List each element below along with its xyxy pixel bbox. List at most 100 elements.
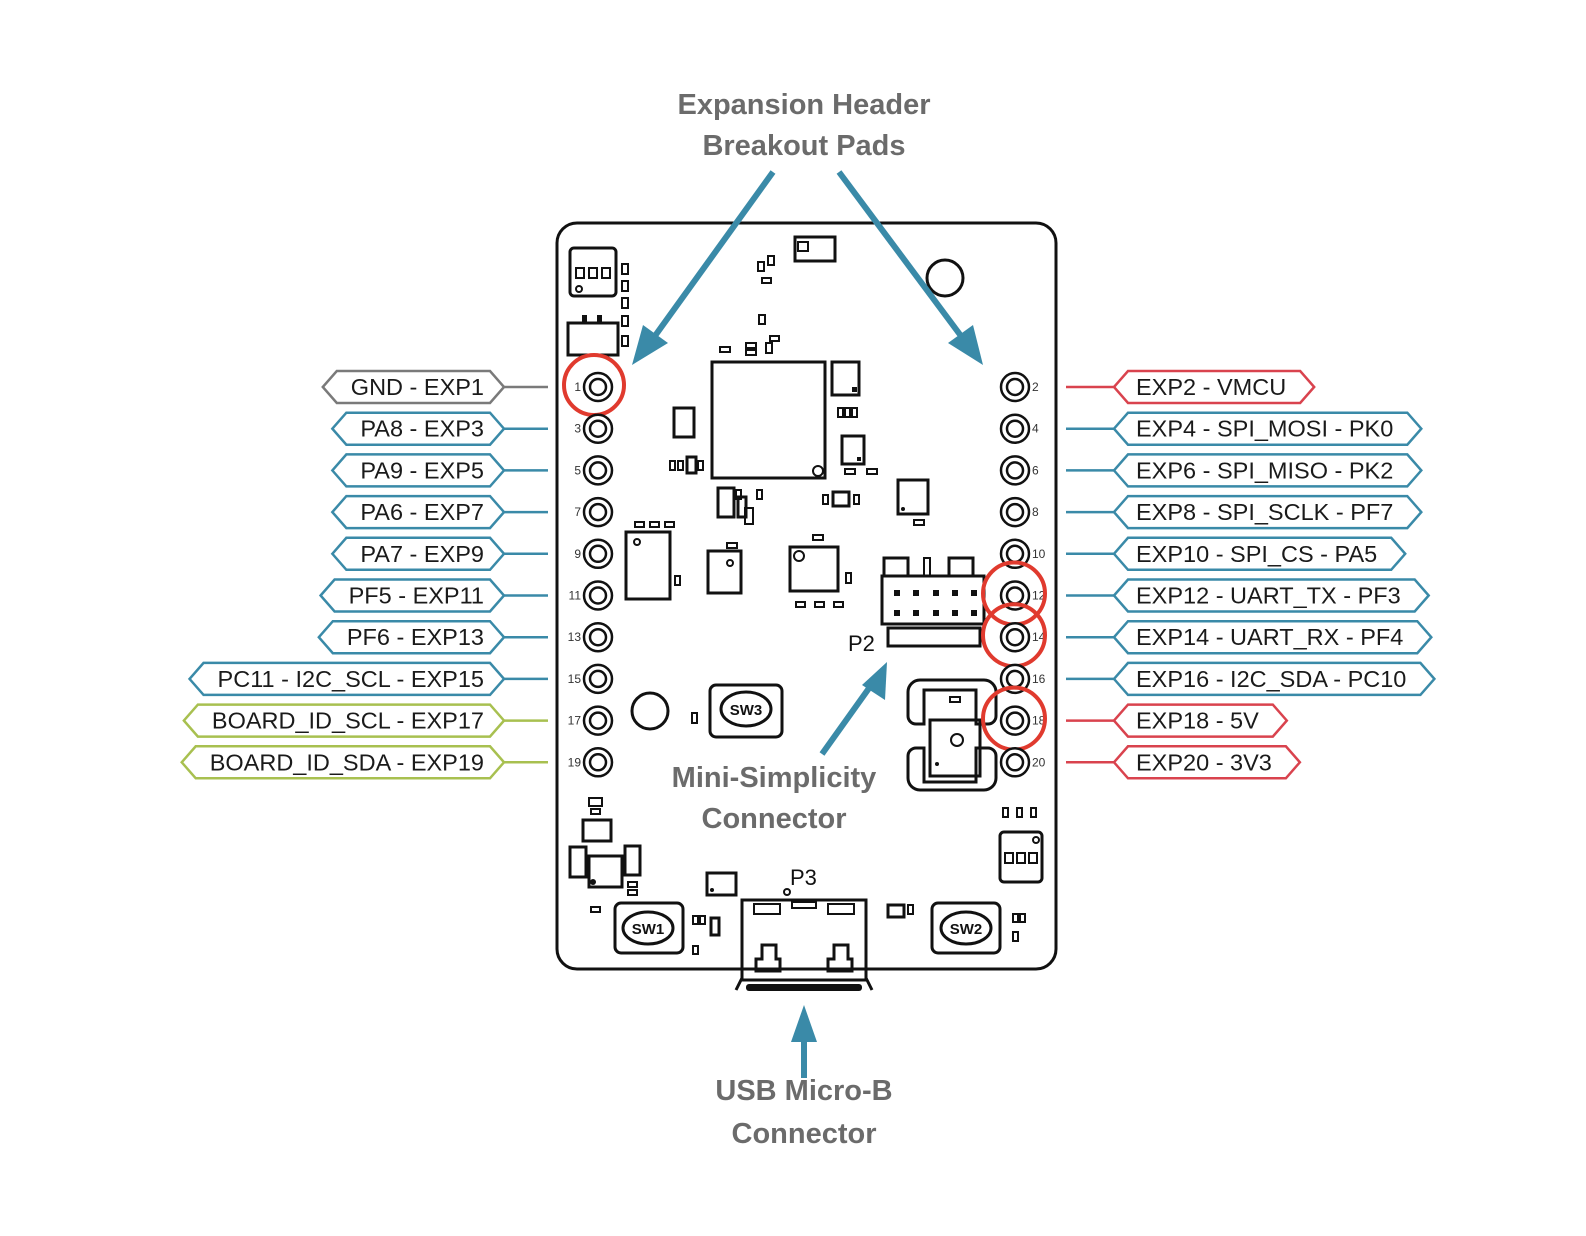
pin-row: 14 EXP14 - UART_RX - PF4 bbox=[981, 602, 1433, 669]
sw1-label: SW1 bbox=[632, 921, 665, 938]
sw2-label: SW2 bbox=[950, 921, 983, 938]
pin-label-tag bbox=[1112, 745, 1302, 780]
pin-number: 2 bbox=[1032, 380, 1039, 394]
pad-inner-ring bbox=[1005, 377, 1025, 397]
pin-row: 7 PA6 - EXP7 bbox=[330, 494, 614, 530]
pin-label: EXP16 - I2C_SDA - PC10 bbox=[1136, 666, 1406, 692]
expansion-header-callout-line1: Expansion Header bbox=[677, 89, 930, 121]
pin-number: 15 bbox=[568, 672, 582, 686]
pin-label-tag bbox=[187, 661, 506, 697]
pin-label: PF5 - EXP11 bbox=[349, 583, 484, 609]
pad-inner-ring bbox=[588, 586, 608, 605]
pin-number: 1 bbox=[574, 380, 581, 394]
pin-row: 1 GND - EXP1 bbox=[321, 353, 626, 417]
pin-label: EXP14 - UART_RX - PF4 bbox=[1136, 624, 1403, 650]
pad-inner-ring bbox=[1005, 544, 1025, 564]
pad-inner-ring bbox=[1005, 461, 1025, 480]
pad-inner-ring bbox=[588, 753, 608, 772]
pad-inner-ring bbox=[588, 502, 608, 522]
pin-row: 12 EXP12 - UART_TX - PF3 bbox=[981, 560, 1431, 627]
pin-row: 17 BOARD_ID_SCL - EXP17 bbox=[182, 703, 614, 738]
pad-inner-ring bbox=[588, 711, 608, 730]
usb-connector-arrow bbox=[791, 1005, 817, 1078]
pin-label: GND - EXP1 bbox=[351, 374, 484, 400]
expansion-header-callout-line2: Breakout Pads bbox=[702, 130, 905, 162]
pin-number: 12 bbox=[1032, 589, 1046, 603]
pad-inner-ring bbox=[588, 669, 608, 689]
pad-inner-ring bbox=[1005, 419, 1025, 438]
pin-number: 18 bbox=[1032, 714, 1046, 728]
pin-row: 9 PA7 - EXP9 bbox=[330, 536, 614, 572]
pin-label: EXP4 - SPI_MOSI - PK0 bbox=[1136, 416, 1393, 442]
pad-inner-ring bbox=[1005, 753, 1025, 772]
pin-label: BOARD_ID_SCL - EXP17 bbox=[212, 708, 484, 734]
pin-row: 15 PC11 - I2C_SCL - EXP15 bbox=[187, 661, 614, 697]
pin-row: 4 EXP4 - SPI_MOSI - PK0 bbox=[999, 411, 1423, 446]
pin-number: 13 bbox=[568, 630, 582, 644]
pin-number: 11 bbox=[569, 589, 582, 603]
pin-number: 9 bbox=[574, 547, 581, 561]
pin-number: 4 bbox=[1032, 422, 1039, 436]
pad-inner-ring bbox=[1005, 669, 1025, 689]
pin-number: 3 bbox=[574, 422, 581, 436]
pin-label-tag bbox=[330, 453, 506, 488]
pin-label-tag bbox=[1112, 536, 1407, 572]
board-component: SW2 bbox=[886, 807, 1044, 955]
pad-inner-ring bbox=[1005, 502, 1025, 522]
pin-number: 5 bbox=[574, 463, 581, 477]
sw3-label: SW3 bbox=[730, 702, 763, 719]
pin-label-tag bbox=[1112, 453, 1423, 488]
usb-micro-b-connector: P3 bbox=[734, 865, 874, 991]
pad-inner-ring bbox=[588, 627, 608, 647]
pin-label: EXP8 - SPI_SCLK - PF7 bbox=[1136, 499, 1393, 525]
pin-row: 13 PF6 - EXP13 bbox=[317, 619, 614, 655]
usb-callout-line1: USB Micro-B bbox=[715, 1075, 892, 1107]
pin-number: 16 bbox=[1032, 672, 1046, 686]
pin-label-tag bbox=[317, 619, 506, 655]
board-component: SW1 bbox=[568, 797, 738, 955]
pin-label: PC11 - I2C_SCL - EXP15 bbox=[218, 666, 484, 692]
pin-number: 6 bbox=[1032, 463, 1039, 477]
board-component: SW3 bbox=[630, 683, 784, 739]
pin-row: 3 PA8 - EXP3 bbox=[330, 411, 614, 446]
pad-inner-ring bbox=[1005, 711, 1025, 730]
pin-label: EXP10 - SPI_CS - PA5 bbox=[1136, 541, 1377, 567]
pin-label: EXP12 - UART_TX - PF3 bbox=[1136, 583, 1401, 609]
pin-label-tag bbox=[180, 745, 506, 780]
board-component bbox=[906, 678, 998, 792]
pin-label-tag bbox=[182, 703, 506, 738]
pin-label: PA6 - EXP7 bbox=[360, 499, 484, 525]
pin-label-tag bbox=[1112, 369, 1316, 405]
pin-number: 7 bbox=[574, 505, 581, 519]
usb-callout-line2: Connector bbox=[732, 1118, 877, 1150]
pin-number: 17 bbox=[568, 714, 582, 728]
pin-label-tag bbox=[330, 494, 506, 530]
pin-label-tag bbox=[330, 536, 506, 572]
pin-number: 14 bbox=[1032, 630, 1046, 644]
mini-simplicity-arrow bbox=[819, 662, 887, 756]
pin-label-tag bbox=[1112, 661, 1437, 697]
pin-label: PA8 - EXP3 bbox=[360, 416, 484, 442]
pin-row: 16 EXP16 - I2C_SDA - PC10 bbox=[999, 661, 1437, 697]
pin-label: PF6 - EXP13 bbox=[347, 624, 484, 650]
pad-inner-ring bbox=[588, 419, 608, 438]
pin-label-tag bbox=[318, 578, 506, 613]
p3-label: P3 bbox=[790, 865, 817, 890]
mini-simplicity-callout-line2: Connector bbox=[702, 803, 847, 835]
pad-inner-ring bbox=[1005, 627, 1025, 647]
pin-label-tag bbox=[330, 411, 506, 446]
pin-label: PA7 - EXP9 bbox=[360, 541, 484, 567]
pad-inner-ring bbox=[1005, 586, 1025, 605]
p2-label: P2 bbox=[848, 631, 875, 656]
pin-label-tag bbox=[1112, 494, 1423, 530]
